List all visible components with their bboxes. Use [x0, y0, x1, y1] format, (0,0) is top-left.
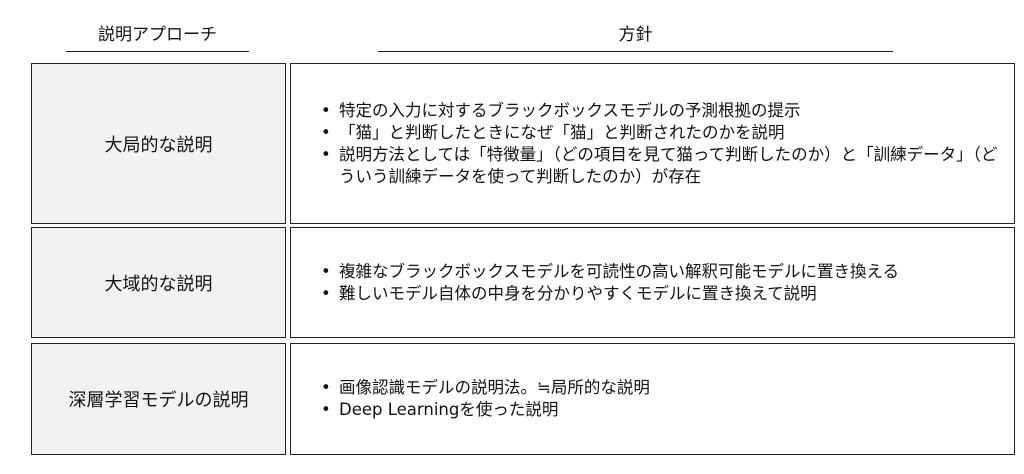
policy-text: 説明方法としては「特徴量」（どの項目を見て猫って判断したのか）と「訓練データ」（…: [339, 144, 998, 186]
bullet-icon: •: [321, 144, 331, 164]
policy-item: • 説明方法としては「特徴量」（どの項目を見て猫って判断したのか）と「訓練データ」…: [321, 144, 1002, 188]
policy-item: • 複雑なブラックボックスモデルを可読性の高い解釈可能モデルに置き換える: [321, 261, 899, 283]
table-row: 大域的な説明 • 複雑なブラックボックスモデルを可読性の高い解釈可能モデルに置き換…: [31, 227, 1015, 338]
policy-item: • Deep Learningを使った説明: [321, 399, 650, 421]
bullet-icon: •: [321, 400, 331, 419]
policy-text: Deep Learningを使った説明: [339, 400, 559, 419]
policy-text: 難しいモデル自体の中身を分かりやすくモデルに置き換えて説明: [339, 283, 817, 303]
bullet-icon: •: [321, 283, 331, 303]
approach-cell: 大局的な説明: [31, 63, 286, 224]
policy-item: • 特定の入力に対するブラックボックスモデルの予測根拠の提示: [321, 100, 1002, 122]
policy-list: • 画像認識モデルの説明法。≒局所的な説明 • Deep Learningを使った説…: [291, 377, 662, 421]
policy-text: 特定の入力に対するブラックボックスモデルの予測根拠の提示: [339, 100, 801, 120]
approach-cell: 大域的な説明: [31, 227, 286, 338]
policy-cell: • 複雑なブラックボックスモデルを可読性の高い解釈可能モデルに置き換える • 難しい…: [290, 227, 1015, 338]
policy-item: • 難しいモデル自体の中身を分かりやすくモデルに置き換えて説明: [321, 283, 899, 305]
policy-column-header: 方針: [378, 22, 893, 52]
approach-header-underline: [66, 51, 249, 52]
approach-cell: 深層学習モデルの説明: [31, 343, 286, 455]
policy-text: 複雑なブラックボックスモデルを可読性の高い解釈可能モデルに置き換える: [339, 261, 900, 281]
policy-list: • 特定の入力に対するブラックボックスモデルの予測根拠の提示 • 「猫」と判断したと…: [291, 100, 1014, 188]
bullet-icon: •: [321, 100, 331, 120]
bullet-icon: •: [321, 378, 331, 397]
policy-list: • 複雑なブラックボックスモデルを可読性の高い解釈可能モデルに置き換える • 難しい…: [291, 261, 911, 305]
policy-text: 画像認識モデルの説明法。≒局所的な説明: [339, 378, 650, 397]
approach-column-header: 説明アプローチ: [66, 22, 249, 52]
policy-header-underline: [378, 51, 893, 52]
approach-label: 大域的な説明: [104, 273, 213, 295]
bullet-icon: •: [321, 122, 331, 142]
approach-label: 深層学習モデルの説明: [68, 390, 249, 411]
bullet-icon: •: [321, 261, 331, 281]
table-row: 深層学習モデルの説明 • 画像認識モデルの説明法。≒局所的な説明 • Deep Le…: [31, 343, 1015, 455]
policy-cell: • 特定の入力に対するブラックボックスモデルの予測根拠の提示 • 「猫」と判断したと…: [290, 63, 1015, 224]
policy-cell: • 画像認識モデルの説明法。≒局所的な説明 • Deep Learningを使った説…: [290, 343, 1015, 455]
approach-header-text: 説明アプローチ: [98, 25, 217, 45]
policy-text: 「猫」と判断したときになぜ「猫」と判断されたのかを説明: [339, 122, 785, 142]
policy-item: • 「猫」と判断したときになぜ「猫」と判断されたのかを説明: [321, 122, 1002, 144]
approach-label: 大局的な説明: [104, 134, 213, 156]
policy-item: • 画像認識モデルの説明法。≒局所的な説明: [321, 377, 650, 399]
table-row: 大局的な説明 • 特定の入力に対するブラックボックスモデルの予測根拠の提示 • 「猫…: [31, 63, 1015, 224]
policy-header-text: 方針: [618, 25, 653, 45]
